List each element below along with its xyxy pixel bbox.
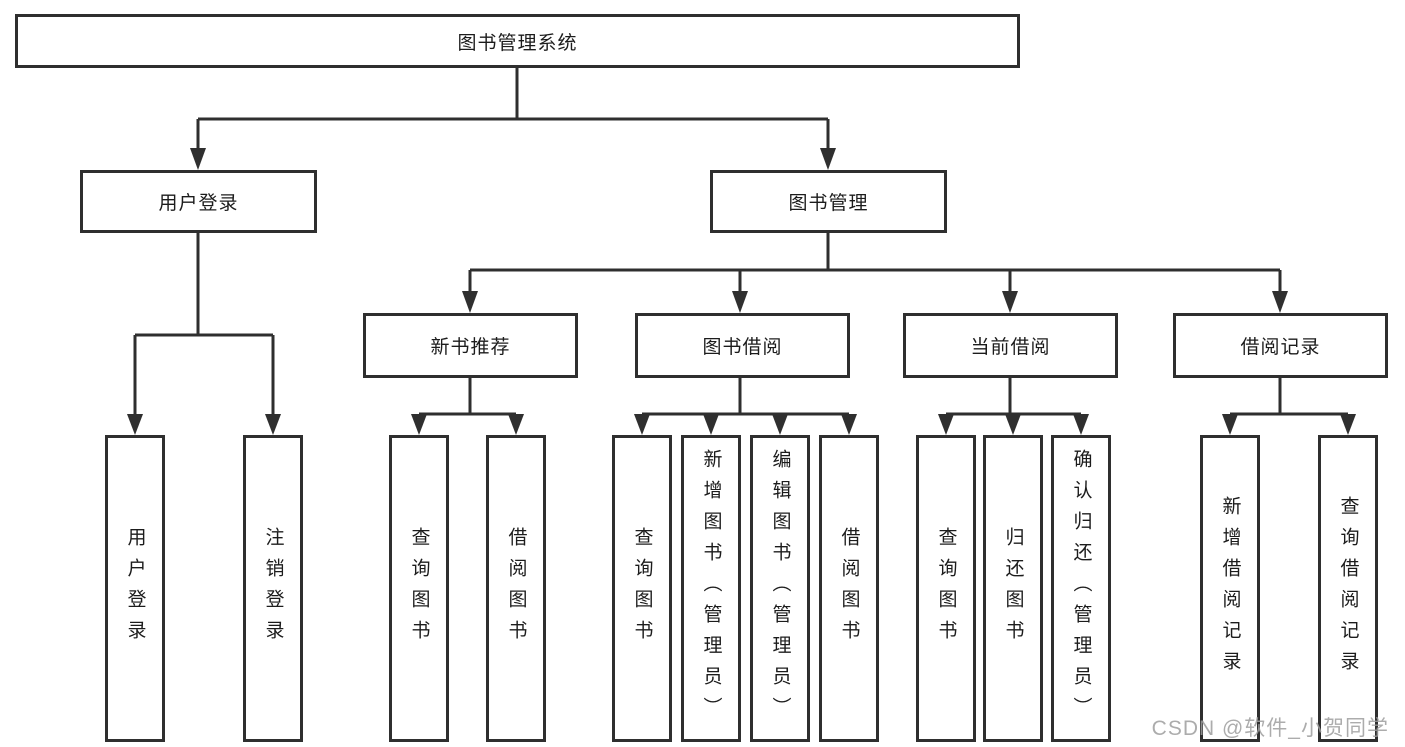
node-user-login-label: 用户登录	[158, 193, 239, 214]
leaf-recommend-borrow-books: 借阅图书	[486, 435, 546, 742]
node-current-borrowing: 当前借阅	[903, 313, 1118, 378]
leaf-confirm-return-admin-label: 确认归还（管理员）	[1070, 449, 1092, 728]
node-current-borrowing-label: 当前借阅	[970, 337, 1051, 358]
node-user-login: 用户登录	[80, 170, 317, 233]
node-borrowing-records-label: 借阅记录	[1240, 337, 1321, 358]
csdn-watermark: CSDN @软件_小贺同学	[1151, 717, 1389, 740]
leaf-return-books-label: 归还图书	[1002, 526, 1024, 651]
leaf-borrowing-query-books: 查询图书	[612, 435, 672, 742]
leaf-current-query-books-label: 查询图书	[935, 526, 957, 651]
leaf-add-books-admin: 新增图书（管理员）	[681, 435, 741, 742]
arrowheads	[127, 148, 1356, 435]
leaf-edit-books-admin-label: 编辑图书（管理员）	[769, 449, 791, 728]
leaf-borrowing-query-books-label: 查询图书	[631, 526, 653, 651]
node-root: 图书管理系统	[15, 14, 1020, 68]
leaf-current-query-books: 查询图书	[916, 435, 976, 742]
leaf-recommend-query-books-label: 查询图书	[408, 526, 430, 651]
leaf-recommend-query-books: 查询图书	[389, 435, 449, 742]
leaf-borrowing-borrow-books: 借阅图书	[819, 435, 879, 742]
leaf-user-login: 用户登录	[105, 435, 165, 742]
leaf-confirm-return-admin: 确认归还（管理员）	[1051, 435, 1111, 742]
node-new-book-recommend-label: 新书推荐	[430, 337, 511, 358]
node-root-label: 图书管理系统	[457, 32, 578, 54]
leaf-return-books: 归还图书	[983, 435, 1043, 742]
leaf-add-borrow-record: 新增借阅记录	[1200, 435, 1260, 742]
leaf-add-borrow-record-label: 新增借阅记录	[1219, 495, 1241, 682]
node-book-borrowing: 图书借阅	[635, 313, 850, 378]
leaf-query-borrow-record: 查询借阅记录	[1318, 435, 1378, 742]
leaf-logout: 注销登录	[243, 435, 303, 742]
leaf-query-borrow-record-label: 查询借阅记录	[1337, 495, 1359, 682]
leaf-add-books-admin-label: 新增图书（管理员）	[700, 449, 722, 728]
leaf-recommend-borrow-books-label: 借阅图书	[505, 526, 527, 651]
leaf-user-login-label: 用户登录	[124, 526, 146, 651]
node-book-management: 图书管理	[710, 170, 947, 233]
node-book-borrowing-label: 图书借阅	[702, 337, 783, 358]
leaf-edit-books-admin: 编辑图书（管理员）	[750, 435, 810, 742]
node-new-book-recommend: 新书推荐	[363, 313, 578, 378]
node-book-management-label: 图书管理	[788, 193, 869, 214]
leaf-logout-label: 注销登录	[262, 526, 284, 651]
leaf-borrowing-borrow-books-label: 借阅图书	[838, 526, 860, 651]
node-borrowing-records: 借阅记录	[1173, 313, 1388, 378]
